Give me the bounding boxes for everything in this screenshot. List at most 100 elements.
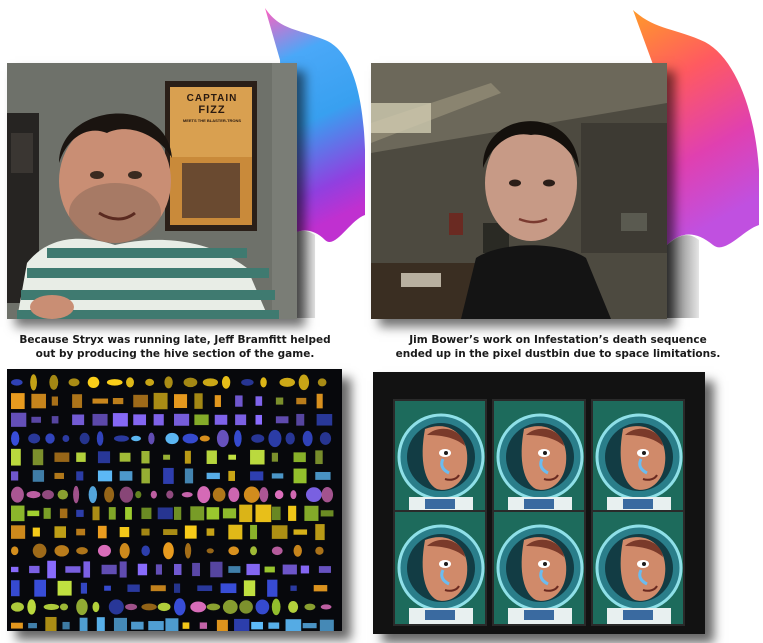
death-sequence-frame (492, 510, 586, 626)
sprite-tile (163, 454, 171, 460)
sprite-tile (119, 543, 130, 559)
sprite-tile (54, 545, 70, 557)
sprite-tile (153, 392, 168, 410)
sprite-tile (125, 603, 138, 611)
sprite-tile (119, 452, 131, 462)
sprite-tile (164, 376, 173, 389)
sprite-tile (113, 435, 129, 442)
sprite-tile (11, 622, 23, 629)
sprite-tile (141, 468, 150, 484)
sprite-tile (11, 566, 19, 573)
sprite-tile (51, 416, 59, 424)
sprite-tile (228, 470, 236, 481)
sprite-tile (119, 527, 130, 538)
sprite-tile (282, 564, 297, 575)
sprite-tile (65, 566, 81, 573)
sprite-tile (317, 378, 327, 387)
sprite-tile (184, 525, 197, 539)
sprite-tile (104, 585, 111, 591)
sprite-tile (157, 602, 171, 612)
sprite-tile (112, 413, 128, 427)
sprite-tile (315, 524, 325, 541)
sprite-tile (321, 486, 334, 503)
sprite-tile (51, 396, 58, 406)
sprite-tile (250, 449, 265, 465)
sprite-tile (222, 599, 238, 614)
sprite-tile (206, 528, 215, 536)
sprite-tile (290, 490, 297, 500)
sprite-tile (76, 547, 88, 555)
sprite-tile (11, 525, 26, 539)
sprite-tile (271, 452, 278, 462)
caption-jim-bower: Jim Bower’s work on Infestation’s death … (395, 334, 721, 360)
sprite-tile (92, 398, 109, 404)
sprite-tile (202, 378, 219, 387)
sprite-tile (268, 429, 282, 448)
sprite-tile (234, 618, 250, 631)
sprite-tile (148, 621, 164, 631)
sprite-tile (165, 618, 179, 631)
sprite-tile (163, 529, 178, 536)
sprite-tile (279, 377, 296, 387)
sprite-tile (197, 585, 213, 592)
sprite-tile (216, 619, 228, 631)
sprite-tile (163, 467, 174, 484)
sprite-tile (153, 414, 164, 426)
sprite-tile (318, 566, 331, 573)
sprite-tile (190, 506, 205, 521)
sprite-tile (192, 562, 200, 577)
sprite-tile (316, 414, 333, 426)
sprite-tile (271, 525, 288, 539)
sprite-tile (194, 414, 209, 426)
sprite-tile (194, 393, 203, 409)
sprite-tile (26, 491, 41, 499)
sprite-tile (320, 510, 334, 517)
sprite-tile (199, 435, 210, 442)
sprite-tile (11, 412, 27, 427)
sprite-tile (235, 395, 243, 407)
sprite-tile (268, 622, 280, 629)
sprite-tile (27, 599, 36, 615)
sprite-tile (150, 585, 166, 592)
sprite-tile (290, 585, 297, 591)
death-sequence-frame (591, 399, 685, 515)
sprite-tile (45, 616, 57, 631)
sprite-tile (113, 617, 128, 631)
sprite-tile (250, 471, 264, 481)
sprite-tile (174, 413, 190, 426)
sprite-tile (293, 529, 308, 535)
sprite-tile (251, 434, 265, 443)
sprite-tile (131, 435, 142, 442)
sprite-tile (293, 468, 307, 484)
sprite-tile (246, 563, 260, 576)
sprite-tile (190, 601, 207, 613)
death-sequence-frame (393, 510, 487, 626)
sprite-tile (315, 450, 323, 465)
sprite-tile (214, 395, 221, 407)
sprite-tile (83, 561, 91, 578)
sprite-tile (243, 580, 256, 597)
sprite-tile (251, 621, 263, 630)
sprite-tile (141, 507, 152, 520)
sprite-tile (199, 622, 208, 629)
sprite-tile (235, 414, 247, 426)
sprite-tile (288, 601, 299, 613)
sprite-tile (43, 507, 51, 519)
sprite-tile (62, 434, 70, 443)
sprite-tile (228, 546, 240, 556)
sprite-tile (141, 450, 150, 464)
sprite-tile (47, 560, 56, 579)
sprite-tile (32, 470, 45, 482)
sprite-tile (285, 432, 295, 445)
sprite-tile (197, 486, 211, 504)
sprite-tile (228, 524, 243, 540)
sprite-tile (183, 377, 198, 388)
sprite-tile (206, 507, 220, 520)
sprite-tile (155, 564, 162, 575)
sprite-tile (302, 623, 317, 629)
death-sequence-frame (591, 510, 685, 626)
sprite-tile (92, 506, 100, 521)
sprite-tile (92, 413, 108, 426)
sprite-tile (174, 563, 182, 576)
sprite-tile (135, 490, 142, 499)
